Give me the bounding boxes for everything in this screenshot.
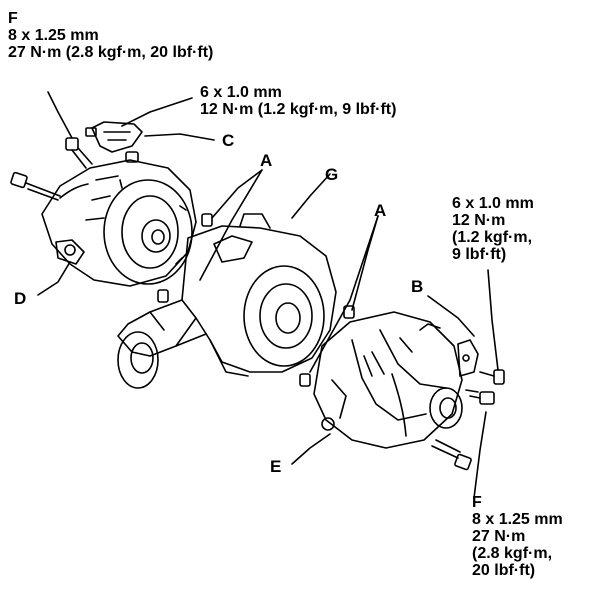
callout-e: E: [270, 457, 282, 476]
bracket-b: [457, 339, 505, 385]
spec-f-top: F 8 x 1.25 mm 27 N·m (2.8 kgf·m, 20 lbf·…: [8, 10, 213, 61]
leader-e: [291, 433, 331, 465]
callout-a-right: A: [374, 201, 387, 220]
bolt-f-top: [65, 137, 93, 169]
callout-d: D: [14, 289, 27, 308]
spec-f-bottom-torque-3: 20 lbf·ft): [472, 562, 536, 579]
spec-b-bolt-torque-1: 12 N·m: [452, 212, 506, 229]
leader-a1: [211, 169, 263, 219]
housing-g: [117, 213, 337, 389]
spec-b-bolt: 6 x 1.0 mm 12 N·m (1.2 kgf·m, 9 lbf·ft): [452, 195, 534, 263]
leader-a1b: [199, 169, 263, 281]
spec-f-bottom-letter: F: [472, 494, 482, 511]
leader-c-bolt: [121, 97, 193, 127]
leader-f-top: [47, 91, 73, 139]
spec-f-bottom-torque-2: (2.8 kgf·m,: [472, 545, 553, 562]
spec-c-bolt-size: 6 x 1.0 mm: [200, 84, 282, 101]
leader-a2b: [309, 215, 379, 373]
spec-b-bolt-size: 6 x 1.0 mm: [452, 195, 534, 212]
spec-c-bolt-torque: 12 N·m (1.2 kgf·m, 9 lbf·ft): [200, 101, 397, 118]
spec-f-top-letter: F: [8, 10, 18, 27]
dowel-pins: [157, 213, 355, 387]
spec-f-top-torque: 27 N·m (2.8 kgf·m, 20 lbf·ft): [8, 44, 214, 61]
leader-c: [144, 133, 215, 141]
leader-b: [427, 295, 475, 337]
leader-g: [291, 173, 331, 219]
spec-f-bottom-torque-1: 27 N·m: [472, 528, 526, 545]
spec-b-bolt-torque-2: (1.2 kgf·m,: [452, 229, 533, 246]
callout-a-left: A: [260, 151, 273, 170]
bracket-c: [85, 121, 143, 163]
housing-e: [313, 311, 463, 449]
bolt-f-bottom: [431, 389, 495, 471]
spec-f-bottom-size: 8 x 1.25 mm: [472, 511, 563, 528]
leader-b-bolt: [487, 269, 499, 371]
spec-c-bolt: 6 x 1.0 mm 12 N·m (1.2 kgf·m, 9 lbf·ft): [200, 84, 396, 118]
callout-c: C: [222, 131, 235, 150]
spec-f-top-size: 8 x 1.25 mm: [8, 27, 99, 44]
housing-d: [41, 159, 197, 287]
bolt-left: [10, 171, 61, 201]
spec-f-bottom: F 8 x 1.25 mm 27 N·m (2.8 kgf·m, 20 lbf·…: [472, 494, 563, 579]
callout-b: B: [411, 277, 424, 296]
callout-g: G: [325, 165, 339, 184]
leader-d: [37, 261, 71, 296]
spec-b-bolt-torque-3: 9 lbf·ft): [452, 246, 507, 263]
leader-f-bottom: [473, 411, 487, 499]
